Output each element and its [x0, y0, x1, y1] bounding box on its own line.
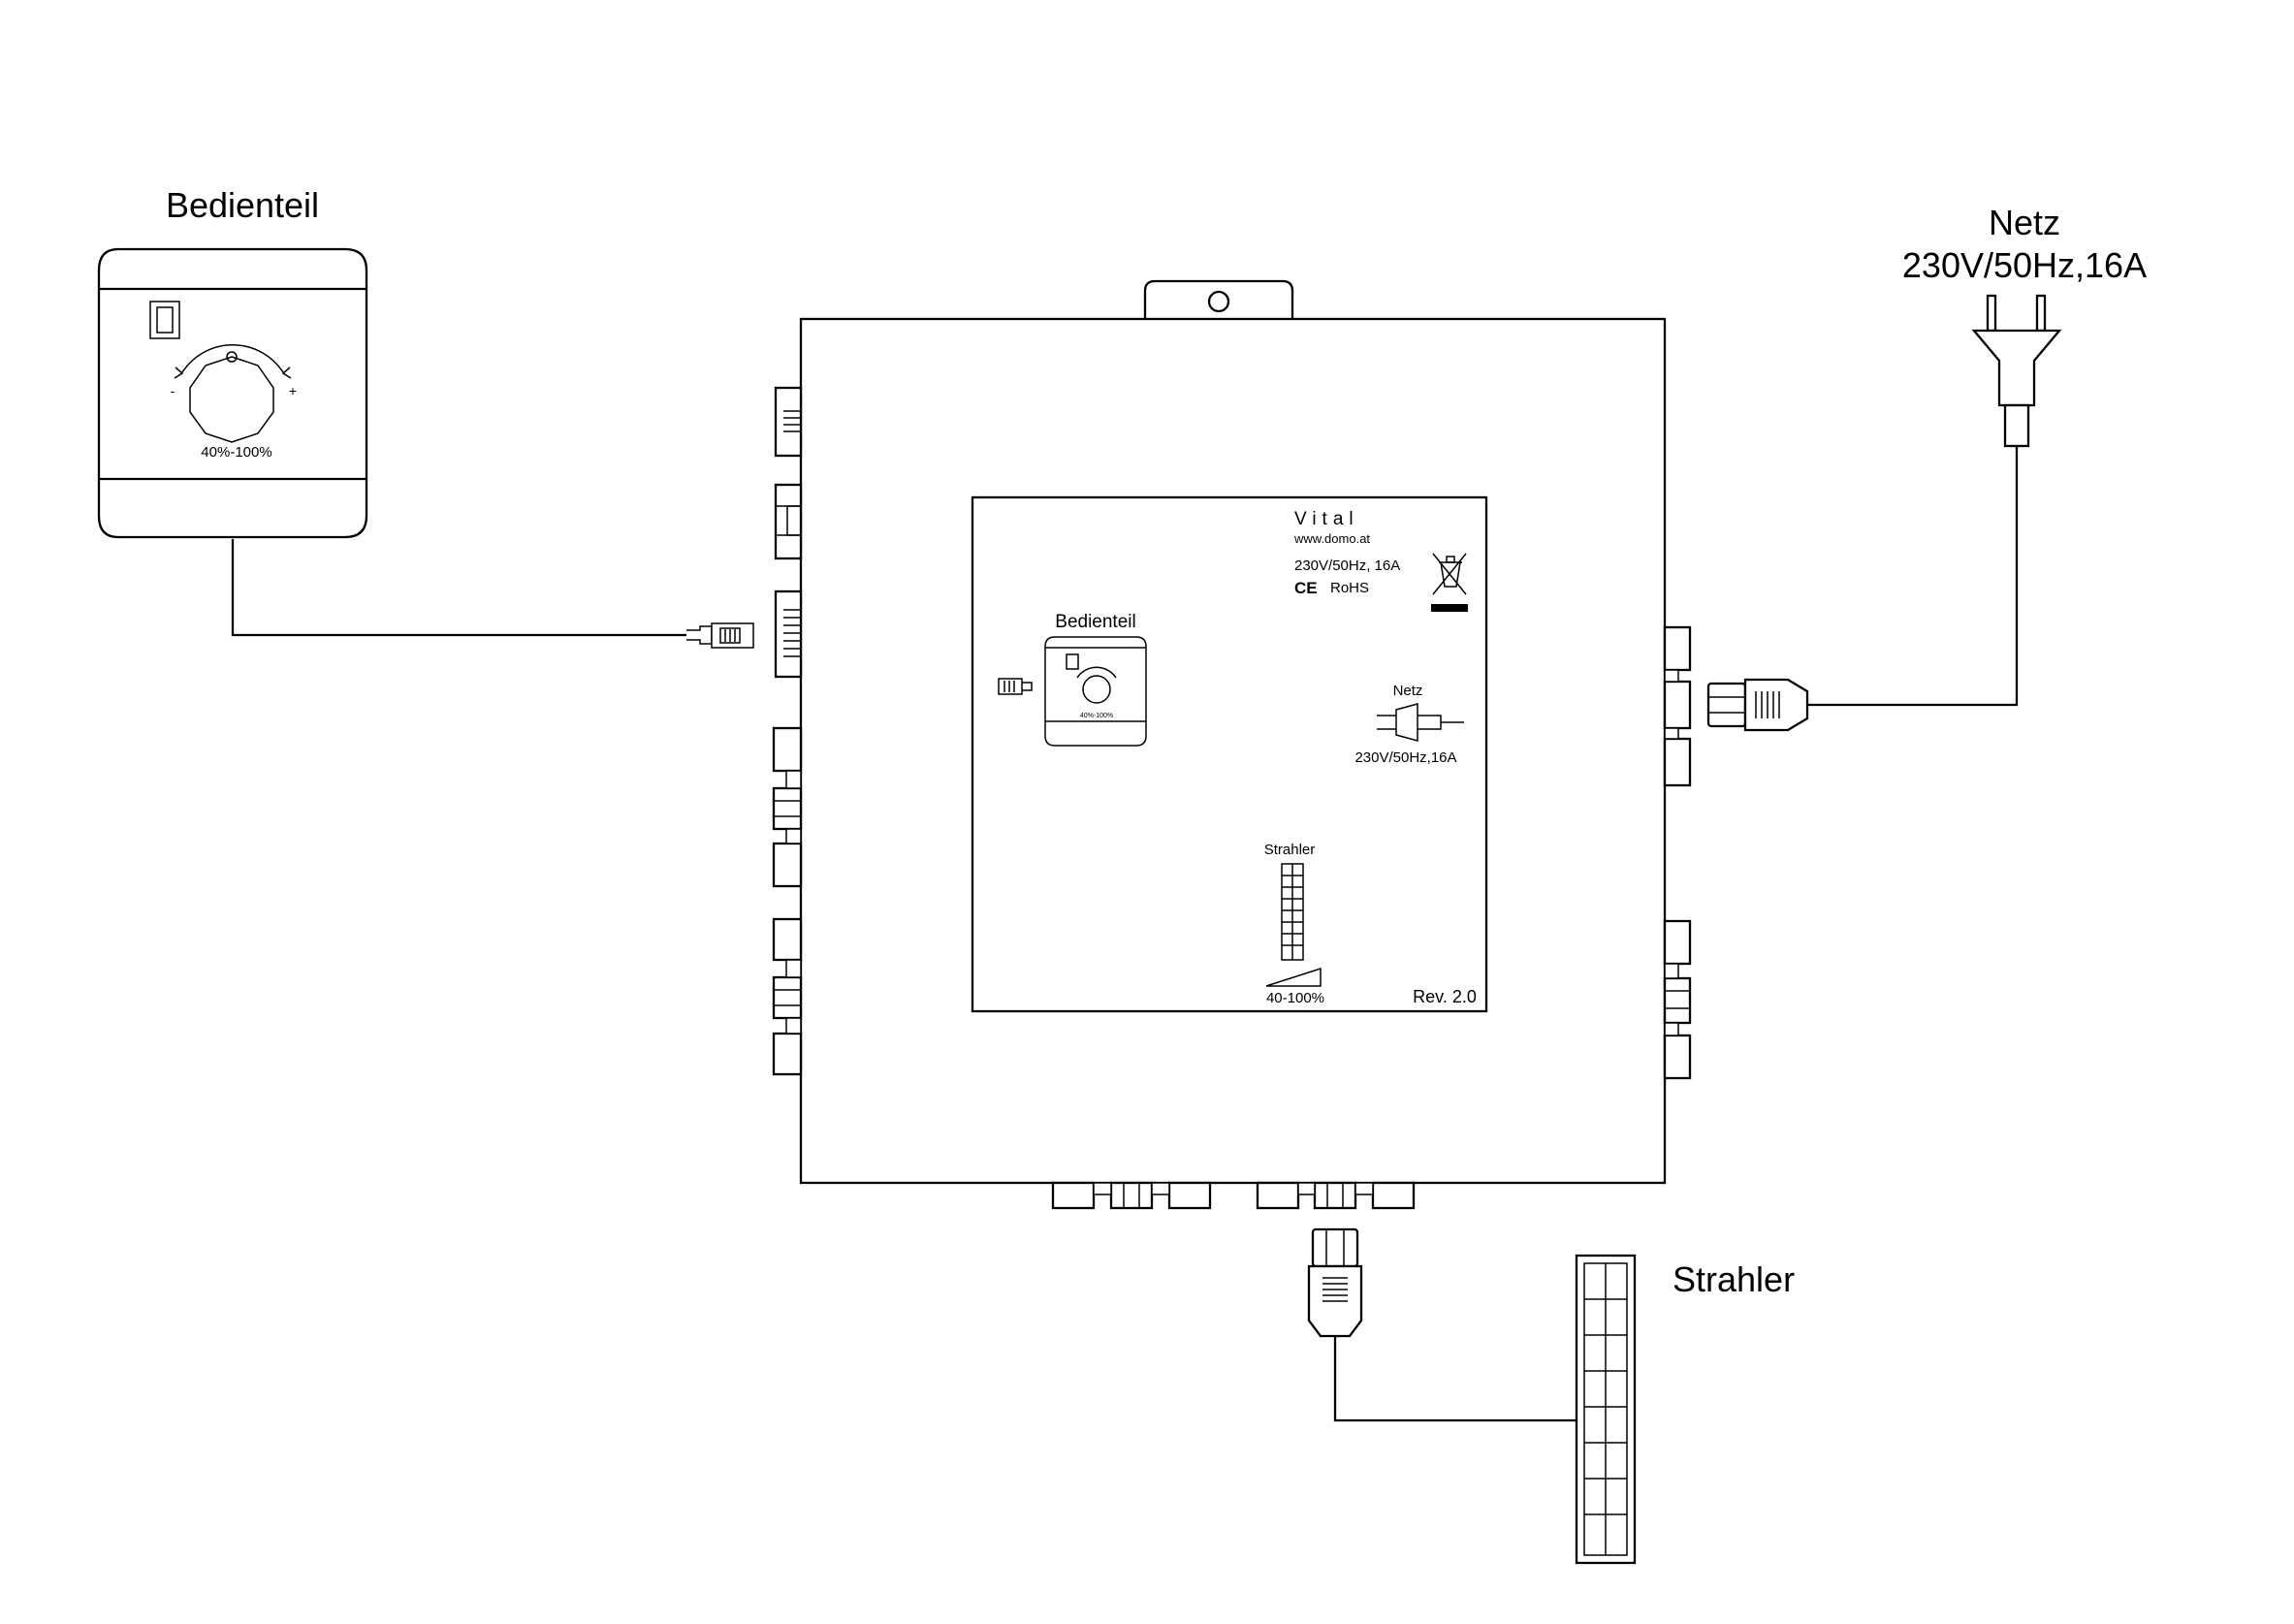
plate-controller-title: Bedienteil — [1055, 612, 1135, 632]
controller-housing — [97, 247, 368, 539]
right-connector-group-1 — [1663, 625, 1692, 787]
mains-title: Netz — [1989, 203, 2060, 242]
plate-heater-icon — [1281, 863, 1304, 961]
left-connector-rj-socket — [774, 589, 803, 679]
ce-mark: CE — [1294, 579, 1318, 597]
mains-supply: Netz 230V/50Hz,16A — [1706, 203, 2147, 732]
controller-range-label: 40%-100% — [201, 444, 271, 461]
mains-cable — [1807, 446, 2019, 707]
control-box-housing — [799, 317, 1667, 1185]
controller-cable — [231, 539, 686, 637]
heater-title: Strahler — [1673, 1259, 1795, 1299]
bottom-connector-group-1 — [1051, 1181, 1212, 1210]
brand-name: Vital — [1294, 509, 1359, 529]
rating-text: 230V/50Hz, 16A — [1294, 557, 1400, 574]
knob-minus-label: - — [171, 383, 175, 398]
label-plate: Vital www.domo.at 230V/50Hz, 16A CE RoHS… — [971, 495, 1488, 1013]
mains-spec: 230V/50Hz,16A — [1902, 245, 2147, 285]
rohs-text: RoHS — [1330, 580, 1369, 596]
heater-unit: Strahler — [1307, 1227, 1795, 1565]
label-plate-border — [971, 495, 1488, 1013]
plate-rj-plug-icon — [998, 678, 1033, 695]
control-box: Vital www.domo.at 230V/50Hz, 16A CE RoHS… — [772, 279, 1692, 1210]
plate-heater-range: 40-100% — [1266, 990, 1324, 1006]
knob-plus-label: + — [289, 383, 297, 398]
left-connector-group-1 — [772, 726, 803, 888]
svg-text:40%-100%: 40%-100% — [1080, 713, 1113, 719]
plate-mains-spec: 230V/50Hz,16A — [1354, 749, 1456, 766]
schuko-plug-icon — [1971, 294, 2062, 448]
heater-connector-plug-icon — [1307, 1227, 1363, 1338]
power-ramp-icon — [1265, 967, 1322, 987]
mains-connector-plug-icon — [1706, 678, 1809, 732]
right-connector-group-2 — [1663, 919, 1692, 1080]
plate-controller-icon: 40%-100% — [1044, 636, 1147, 747]
mounting-hole — [1207, 290, 1230, 313]
rotary-knob-icon — [174, 344, 292, 443]
plate-mains-plug-icon — [1377, 703, 1464, 742]
left-connector-mid — [774, 483, 803, 560]
plate-heater-title: Strahler — [1264, 842, 1316, 858]
power-switch-icon — [149, 301, 180, 339]
left-connector-group-2 — [772, 917, 803, 1076]
weee-bin-icon — [1431, 553, 1468, 612]
controller-title: Bedienteil — [166, 185, 319, 225]
brand-url: www.domo.at — [1293, 531, 1370, 546]
left-connector-top — [774, 386, 803, 458]
bottom-connector-group-2 — [1256, 1181, 1416, 1210]
rj-plug-icon — [686, 622, 754, 649]
heater-cable — [1333, 1336, 1577, 1422]
plate-mains-title: Netz — [1393, 683, 1423, 699]
controller-unit: Bedienteil - + 40%-100% — [97, 185, 368, 539]
heater-panel-icon — [1575, 1254, 1637, 1565]
revision-label: Rev. 2.0 — [1413, 987, 1477, 1006]
